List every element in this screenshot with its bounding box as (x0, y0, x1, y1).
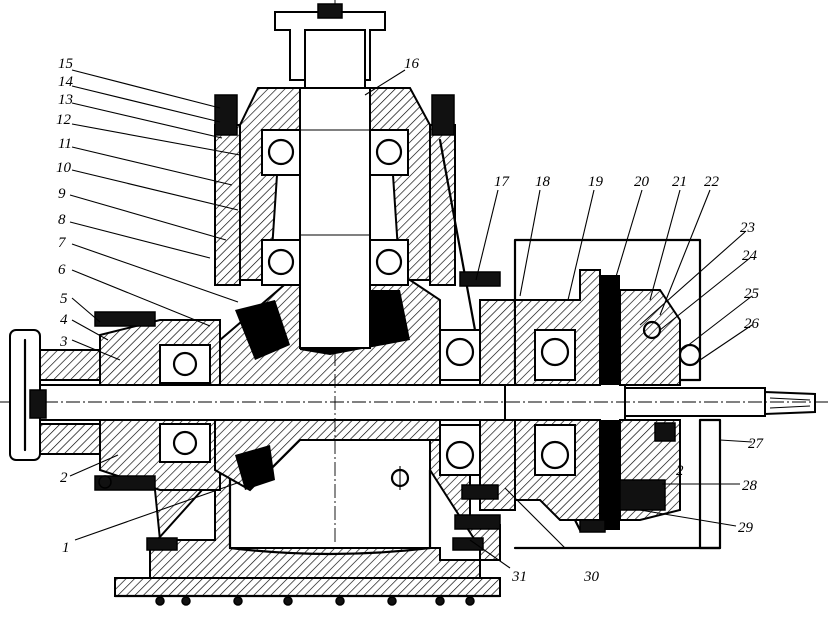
callout-7: 7 (58, 235, 67, 251)
callout-30: 30 (583, 569, 600, 585)
callout-1: 1 (62, 540, 70, 556)
callout-14: 14 (58, 74, 74, 90)
clutch-housing (513, 238, 722, 550)
callout-2: 2 (60, 470, 68, 486)
callout-labels: 15 14 13 12 11 10 9 8 7 6 5 4 3 2 1 16 1… (56, 56, 765, 585)
callout-24: 24 (742, 248, 758, 264)
callout-18: 18 (535, 174, 551, 190)
callout-23: 23 (740, 220, 755, 236)
callout-22: 22 (704, 174, 720, 190)
base-plate (113, 577, 502, 606)
leader-lines (69, 69, 753, 569)
callout-20: 20 (634, 174, 650, 190)
callout-13: 13 (58, 92, 73, 108)
callout-5: 5 (60, 291, 68, 307)
callout-2-inner: 2 (676, 463, 684, 479)
callout-15: 15 (58, 56, 74, 72)
callout-17: 17 (494, 174, 511, 190)
right-shaft-bearings (439, 271, 516, 530)
vertical-shaft-assembly (214, 3, 477, 349)
callout-28: 28 (742, 478, 758, 494)
callout-29: 29 (738, 520, 754, 536)
callout-16: 16 (404, 56, 420, 72)
callout-12: 12 (56, 112, 72, 128)
callout-19: 19 (588, 174, 604, 190)
callout-31: 31 (511, 569, 527, 585)
callout-8: 8 (58, 212, 66, 228)
horizontal-shaft (0, 382, 829, 422)
callout-27: 27 (748, 436, 765, 452)
callout-21: 21 (672, 174, 687, 190)
callout-6: 6 (58, 262, 66, 278)
callout-4: 4 (60, 312, 68, 328)
callout-10: 10 (56, 160, 72, 176)
callout-9: 9 (58, 186, 66, 202)
callout-26: 26 (744, 316, 760, 332)
callout-11: 11 (58, 136, 72, 152)
callout-3: 3 (59, 334, 68, 350)
callout-25: 25 (744, 286, 760, 302)
